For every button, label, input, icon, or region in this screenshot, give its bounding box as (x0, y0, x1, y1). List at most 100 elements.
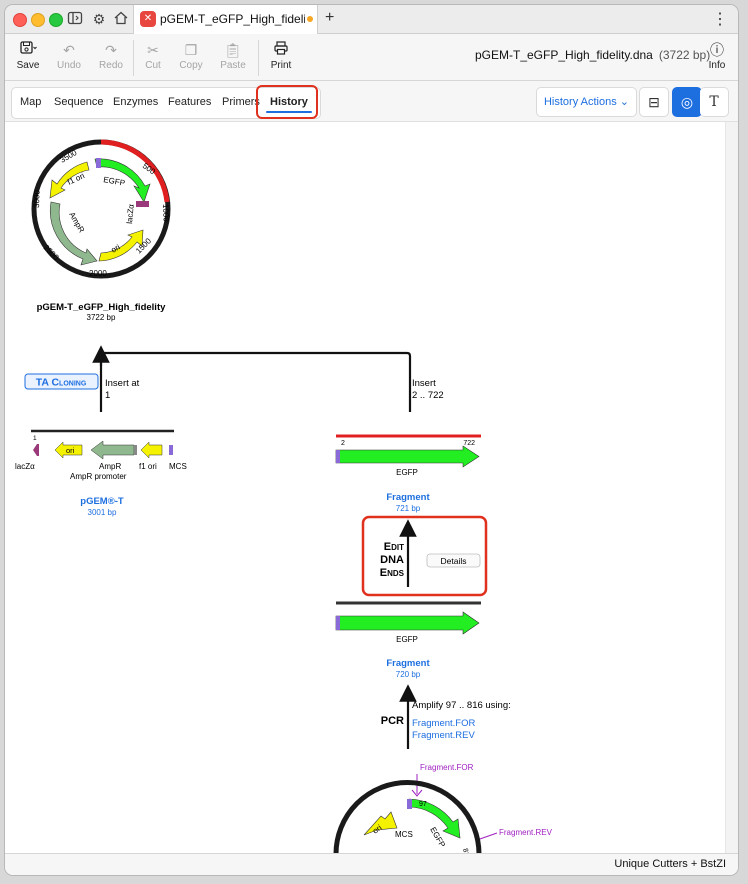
feature-label: EGFP (428, 826, 447, 849)
file-title: pGEM-T_eGFP_High_fidelity.dna (3722 bp) (475, 48, 710, 62)
mcs-feature[interactable] (407, 799, 412, 809)
tab-map[interactable]: Map (20, 96, 42, 108)
save-icon (15, 40, 41, 60)
history-tree: 500 1000 1500 2000 2500 3000 3500 f1 ori… (15, 139, 553, 861)
tab-primers[interactable]: Primers (222, 96, 260, 108)
lacz-feature[interactable] (33, 444, 39, 456)
feature-label: MCS (395, 830, 413, 839)
primer-for-link[interactable]: Fragment.FOR (412, 718, 475, 729)
redo-label: Redo (99, 60, 123, 71)
egfp-feature-arrow[interactable] (408, 798, 461, 839)
fragment-1-name[interactable]: Fragment (386, 492, 430, 503)
print-label: Print (270, 60, 292, 71)
promoter-feature[interactable] (96, 158, 101, 168)
circular-view-button[interactable]: ◎ (672, 87, 702, 117)
copy-button[interactable]: ❐ Copy (177, 40, 205, 71)
toolbar: Save ↶ Undo ↷ Redo ✂ Cut ❐ Copy 📋︎ Paste (5, 34, 738, 81)
product-name: pGEM-T_eGFP_High_fidelity (37, 302, 167, 313)
egfp-feature-arrow[interactable] (335, 611, 480, 635)
enzyme-set-status[interactable]: Unique Cutters + BstZI (614, 858, 726, 870)
file-size: (3722 bp) (658, 48, 711, 62)
feature-label: EGFP (396, 635, 418, 644)
ori-feature-arrow[interactable] (363, 811, 398, 836)
copy-icon: ❐ (184, 42, 198, 58)
redo-button[interactable]: ↷ Redo (97, 40, 125, 71)
linear-view-button[interactable]: ⊟ (639, 87, 669, 117)
ori-feature-arrow[interactable] (54, 441, 83, 459)
fragment-2-linear-map[interactable]: EGFP (335, 601, 481, 644)
pcr-description: Amplify 97 .. 816 using: (412, 700, 511, 711)
minimize-window-button[interactable] (31, 13, 45, 27)
gear-icon[interactable]: ⚙ (92, 11, 106, 27)
product-size: 3722 bp (87, 313, 116, 322)
promoter-feature[interactable] (336, 616, 340, 630)
more-menu-button[interactable]: ⋮ (712, 11, 728, 28)
product-plasmid-map[interactable]: 500 1000 1500 2000 2500 3000 3500 f1 ori… (31, 139, 171, 279)
undo-button[interactable]: ↶ Undo (55, 40, 83, 71)
feature-label: MCS (169, 462, 187, 471)
lacz-feature[interactable] (136, 201, 149, 207)
undo-icon: ↶ (63, 42, 75, 58)
ta-cloning-badge[interactable] (24, 373, 99, 390)
tab-sequence[interactable]: Sequence (54, 96, 104, 108)
f1-ori-feature-arrow[interactable] (49, 161, 90, 199)
status-bar: Unique Cutters + BstZI (5, 853, 738, 875)
history-actions-dropdown[interactable]: History Actions ⌄ (536, 87, 637, 117)
fragment-1-linear-map[interactable]: 2 722 EGFP (335, 434, 481, 477)
mcs-feature[interactable] (169, 445, 173, 455)
edit-step-label: Ends (380, 567, 405, 579)
zoom-window-button[interactable] (49, 13, 63, 27)
feature-label: ori (66, 446, 75, 455)
cut-label: Cut (145, 60, 161, 71)
primer-rev-marker (476, 832, 498, 841)
vector-name[interactable]: pGEM®-T (80, 496, 124, 507)
sidebar-toggle-icon[interactable] (66, 10, 84, 28)
text-view-button[interactable]: T (700, 87, 729, 117)
details-button[interactable] (426, 553, 481, 568)
toolbar-divider (133, 40, 134, 76)
feature-label: AmpR (67, 211, 86, 235)
edit-step-label: DNA (380, 554, 404, 566)
home-icon[interactable] (112, 10, 130, 28)
vector-start-position: 1 (33, 435, 37, 442)
new-tab-button[interactable]: + (325, 9, 335, 26)
fragment-2-name[interactable]: Fragment (386, 658, 430, 669)
ampr-feature-arrow[interactable] (50, 201, 98, 266)
f1-ori-feature-arrow[interactable] (140, 441, 163, 459)
egfp-feature-arrow[interactable] (335, 445, 480, 468)
template-plasmid-map[interactable]: Fragment.FOR Fragment.REV 97 816 ori MCS… (333, 763, 553, 861)
details-button-label: Details (441, 556, 467, 566)
history-tab-highlight (256, 85, 318, 119)
history-actions-label: History Actions (543, 96, 617, 108)
fragment-end: 722 (463, 440, 475, 447)
tab-history[interactable]: History (266, 96, 312, 113)
print-button[interactable]: Print (269, 40, 293, 71)
vertical-scrollbar[interactable] (725, 122, 738, 854)
file-name: pGEM-T_eGFP_High_fidelity.dna (475, 48, 653, 62)
promoter-feature[interactable] (336, 450, 340, 463)
feature-label: EGFP (103, 175, 126, 188)
close-window-button[interactable] (13, 13, 27, 27)
document-tab[interactable]: ✕ pGEM-T_eGFP_High_fidelity.dna (133, 5, 318, 34)
primer-rev-link[interactable]: Fragment.REV (412, 730, 475, 741)
ori-feature-arrow[interactable] (98, 229, 144, 262)
tab-features[interactable]: Features (168, 96, 212, 108)
copy-label: Copy (179, 60, 203, 71)
info-button[interactable]: ⓘ Info (706, 40, 728, 71)
tick-label: 3000 (32, 189, 42, 208)
info-icon: ⓘ (710, 42, 724, 58)
ampr-feature-arrow[interactable] (90, 440, 135, 460)
paste-button[interactable]: 📋︎ Paste (219, 40, 247, 71)
save-button[interactable]: Save (15, 40, 41, 71)
feature-label: AmpR (99, 462, 121, 471)
feature-label: lacZα (125, 203, 136, 224)
cut-button[interactable]: ✂ Cut (141, 40, 165, 71)
edit-step-label: Edit (384, 541, 404, 553)
template-primer-for-label: Fragment.FOR (420, 763, 474, 772)
ampr-promoter-feature[interactable] (134, 445, 137, 455)
text-icon: T (709, 94, 719, 110)
feature-label: ori (110, 242, 122, 254)
tab-enzymes[interactable]: Enzymes (113, 96, 159, 108)
vector-linear-map[interactable]: 1 ori lacZα AmpR AmpR promoter f1 ori MC… (15, 429, 187, 481)
fragment-2-size: 720 bp (396, 670, 421, 679)
